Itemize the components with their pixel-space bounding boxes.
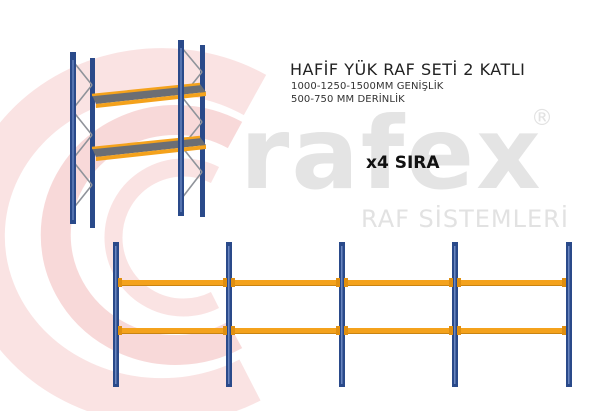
upright-3: [339, 242, 345, 387]
watermark-tagline: RAF SİSTEMLERİ: [361, 205, 569, 233]
depth-spec: 500-750 MM DERİNLİK: [291, 94, 405, 105]
rack-shelf-bottom: [92, 137, 206, 157]
width-spec: 1000-1250-1500MM GENİŞLİK: [291, 81, 444, 92]
rack-upright-back-left: [90, 58, 95, 228]
watermark-brand: rafex: [240, 95, 543, 212]
upright-5: [566, 242, 572, 387]
product-title: HAFİF YÜK RAF SETİ 2 KATLI: [290, 60, 526, 79]
row-count: x4 SIRA: [366, 153, 440, 173]
rack-shelf-top: [92, 84, 206, 104]
rack-front-elevation: [113, 242, 572, 387]
upright-2: [226, 242, 232, 387]
watermark-logo-swirl: [0, 48, 267, 411]
rack-3d-illustration: [70, 40, 206, 228]
rack-upright-back-right: [200, 45, 205, 217]
upright-1: [113, 242, 119, 387]
upright-4: [452, 242, 458, 387]
watermark-registered-mark: ®: [531, 106, 553, 131]
